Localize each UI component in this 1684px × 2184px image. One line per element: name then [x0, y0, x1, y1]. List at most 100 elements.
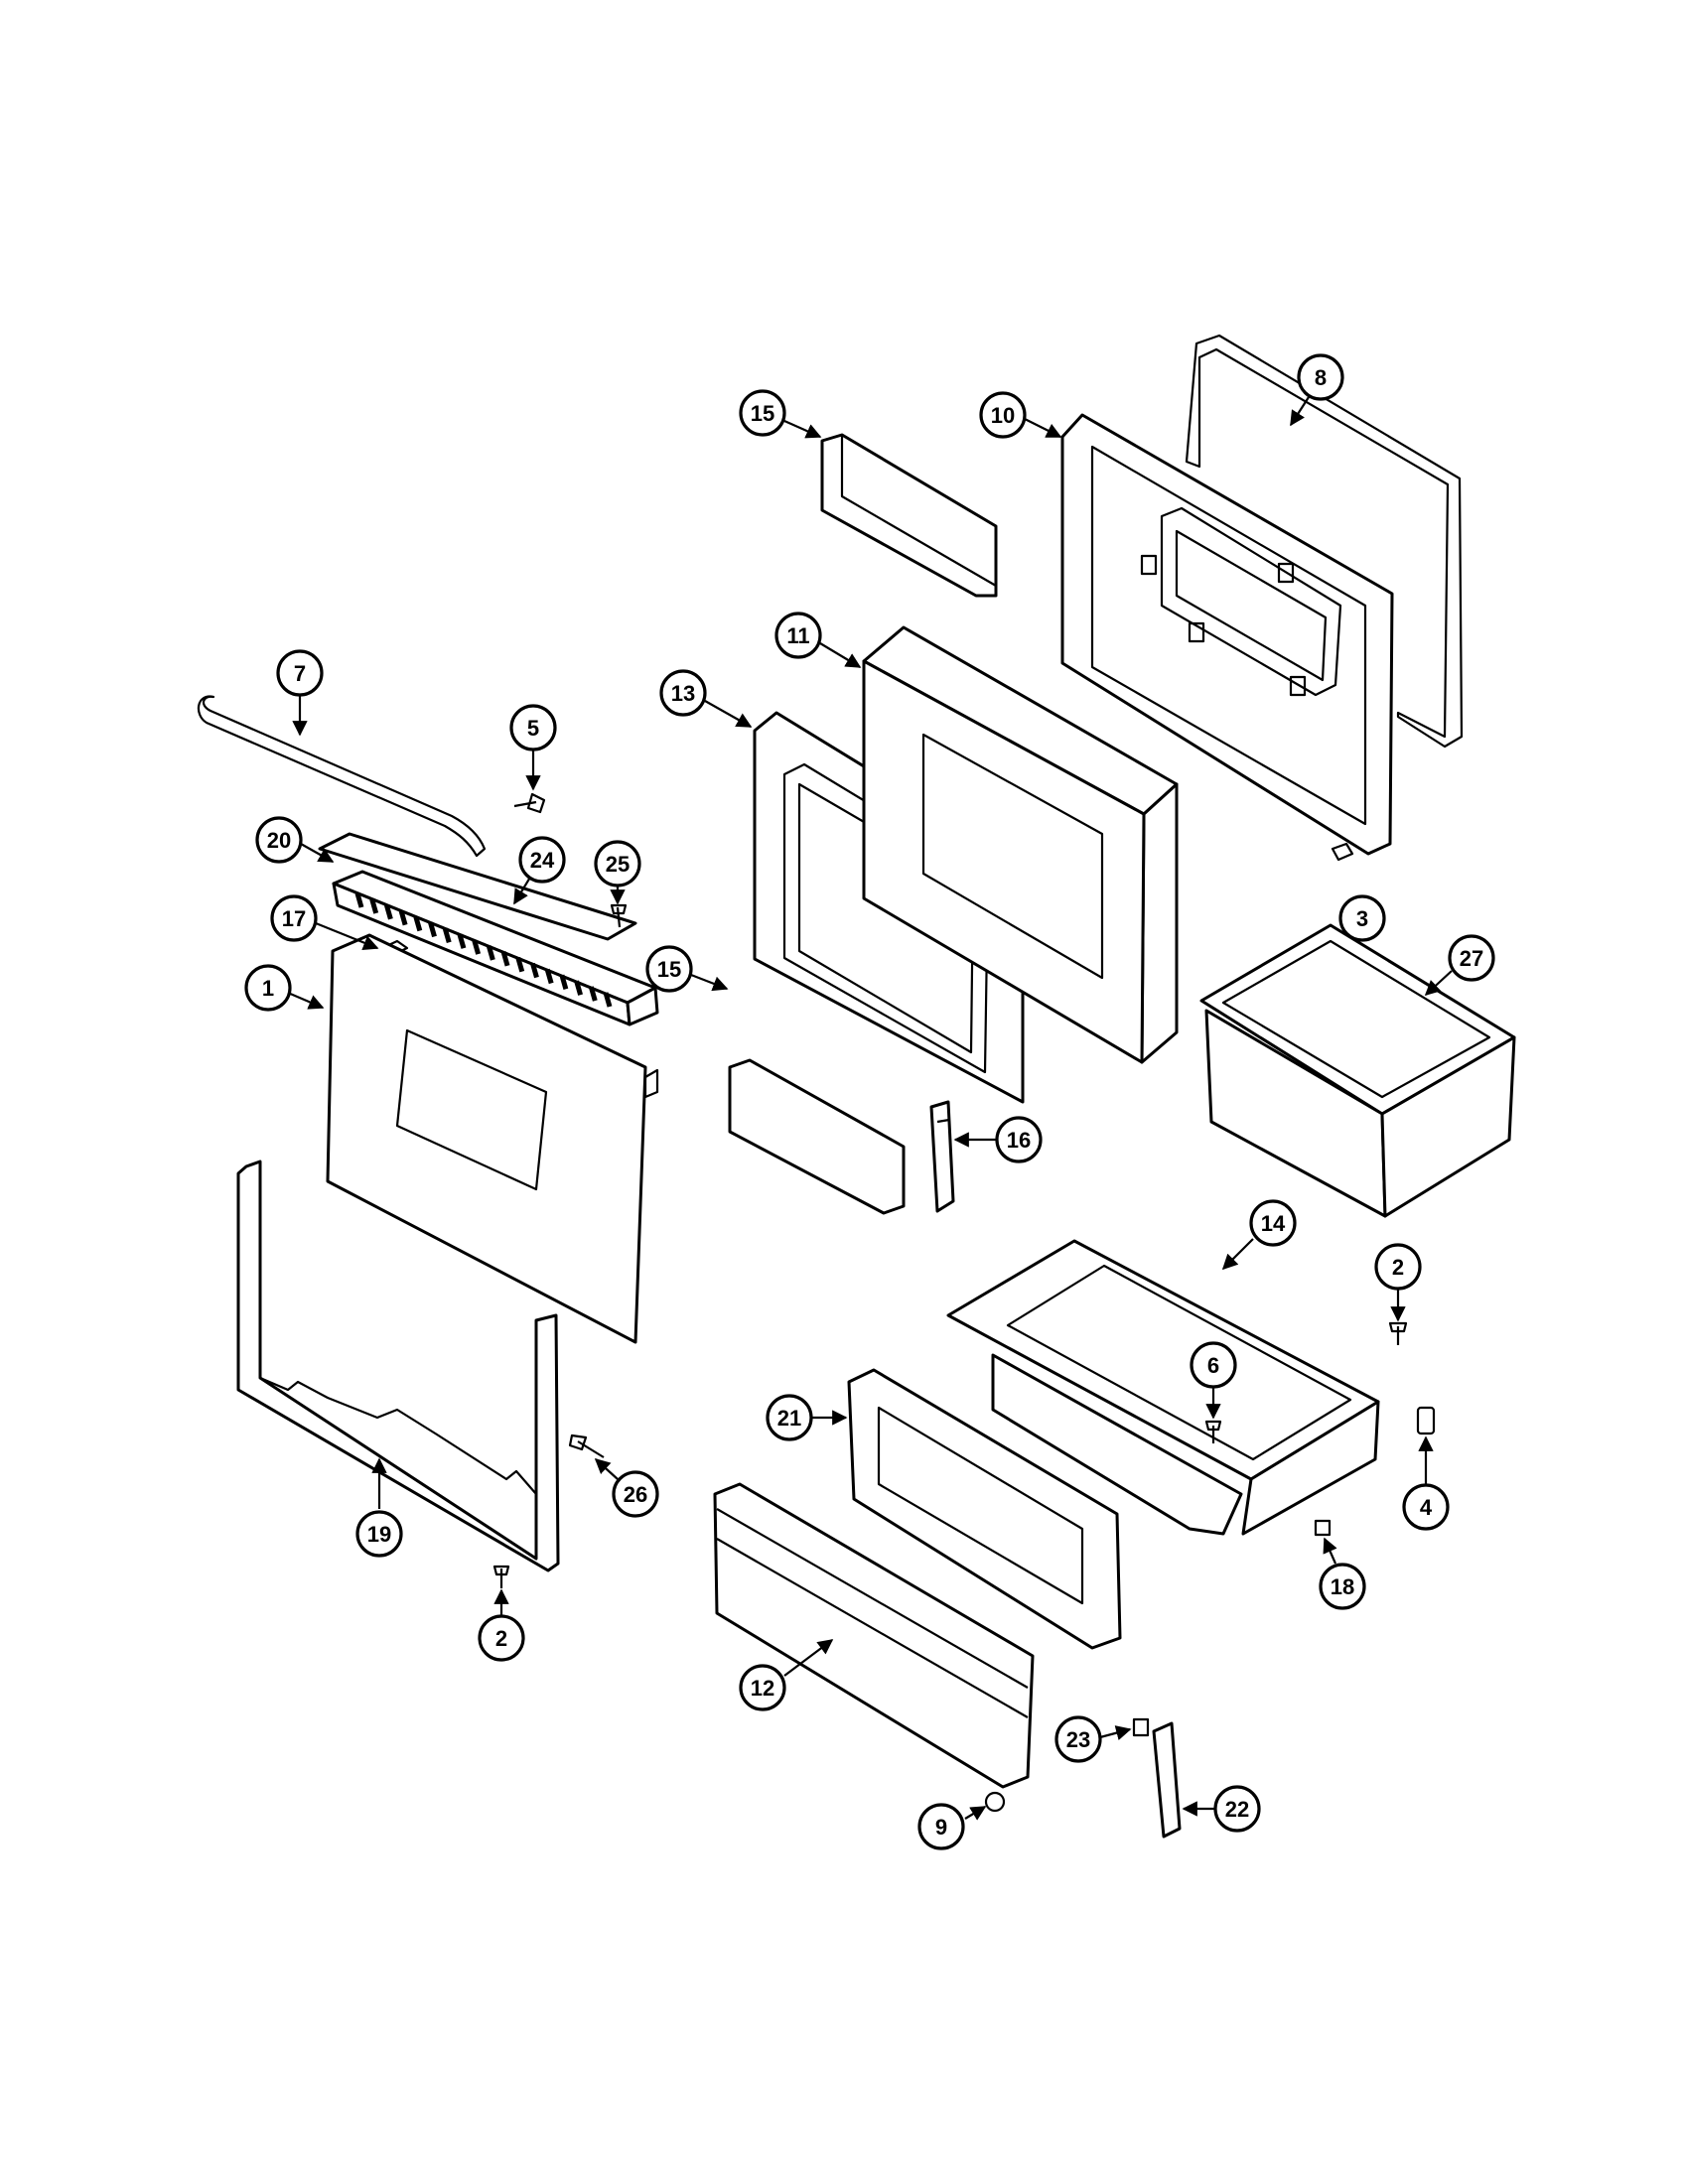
part-1-outer-door-panel [326, 933, 647, 1344]
vent-slot [384, 904, 393, 920]
part-8-door-gasket [1185, 334, 1464, 749]
vent-slot [457, 933, 467, 949]
part-19-door-frame [236, 1160, 560, 1572]
callout-18: 18 [1319, 1537, 1366, 1610]
part-2-screw-upper [1388, 1321, 1408, 1345]
callout-7: 7 [276, 649, 324, 737]
part-18-clip [1314, 1519, 1332, 1537]
callout-2-upper: 2 [1374, 1243, 1422, 1322]
part-25-screw [610, 903, 628, 928]
svg-text:2: 2 [495, 1626, 507, 1651]
callout-19: 19 [355, 1457, 403, 1558]
callout-14: 14 [1221, 1199, 1297, 1271]
vent-slot [428, 921, 437, 938]
callout-24: 24 [513, 836, 566, 905]
part-5-screw [513, 792, 546, 814]
callout-20: 20 [255, 816, 335, 864]
callout-25: 25 [594, 840, 641, 905]
svg-text:26: 26 [624, 1482, 647, 1507]
vent-slot [472, 939, 482, 955]
svg-text:25: 25 [606, 852, 630, 877]
callout-27: 27 [1424, 934, 1495, 997]
vent-slot [486, 945, 495, 961]
part-4-slide-bracket [1416, 1406, 1436, 1435]
svg-text:16: 16 [1007, 1128, 1031, 1153]
vent-slot [413, 915, 423, 932]
svg-text:10: 10 [991, 403, 1015, 428]
callout-17: 17 [270, 894, 379, 950]
svg-text:18: 18 [1331, 1574, 1354, 1599]
callout-6: 6 [1190, 1341, 1237, 1420]
svg-text:22: 22 [1225, 1797, 1249, 1822]
vent-slot [574, 980, 583, 996]
vent-slot [515, 957, 525, 973]
vent-slot [530, 962, 539, 979]
svg-text:19: 19 [367, 1522, 391, 1547]
svg-text:5: 5 [527, 716, 539, 741]
part-14-drawer-body [946, 1239, 1380, 1536]
vent-slot [398, 909, 408, 926]
part-7-handle-rod [197, 695, 487, 858]
callout-8: 8 [1290, 353, 1344, 427]
svg-text:21: 21 [777, 1406, 801, 1431]
vent-slot [500, 951, 510, 967]
callout-3: 3 [1338, 894, 1386, 942]
part-22-trim-strip [1152, 1721, 1182, 1839]
svg-text:17: 17 [282, 906, 306, 931]
svg-text:24: 24 [530, 848, 555, 873]
callout-21: 21 [766, 1394, 848, 1441]
vent-slot [559, 974, 569, 991]
part-9-nut [984, 1791, 1006, 1813]
part-15-glass-lower [728, 1058, 906, 1215]
vent-slot [442, 927, 452, 943]
callout-13: 13 [659, 669, 753, 728]
svg-text:3: 3 [1356, 906, 1368, 931]
svg-text:2: 2 [1392, 1255, 1404, 1280]
svg-text:27: 27 [1460, 946, 1483, 971]
callout-9: 9 [917, 1803, 987, 1850]
vent-slot [354, 892, 364, 908]
callout-5: 5 [509, 704, 557, 791]
part-3-clip [1331, 842, 1354, 862]
part-15-glass-upper [820, 433, 998, 598]
vent-slot [603, 992, 613, 1008]
callout-2-lower: 2 [478, 1588, 525, 1662]
part-23-clip [1132, 1717, 1150, 1737]
part-10-inner-door-frame [1060, 413, 1394, 856]
part-21-drawer-bracket [847, 1368, 1122, 1650]
vent-slot [544, 968, 554, 985]
part-26-screw [568, 1433, 605, 1458]
callouts: 1 2 2 3 4 5 [244, 353, 1495, 1850]
callout-11: 11 [774, 612, 862, 668]
part-2-screw-lower [492, 1565, 510, 1588]
part-27-drawer-liner [1199, 923, 1516, 1218]
svg-text:6: 6 [1207, 1353, 1219, 1378]
svg-text:11: 11 [786, 623, 809, 648]
svg-text:20: 20 [267, 828, 291, 853]
callout-22: 22 [1182, 1785, 1261, 1833]
callout-4: 4 [1402, 1435, 1450, 1531]
callout-15-lower: 15 [645, 945, 729, 993]
callout-15-upper: 15 [739, 389, 822, 439]
vent-slot [369, 898, 379, 914]
callout-16: 16 [953, 1116, 1043, 1163]
part-12-drawer-front [713, 1482, 1035, 1789]
svg-text:7: 7 [294, 661, 306, 686]
callout-23: 23 [1054, 1715, 1132, 1763]
svg-text:15: 15 [751, 401, 774, 426]
part-20-vent-trim [318, 832, 637, 941]
svg-text:1: 1 [262, 976, 274, 1001]
part-24-vent-panel [332, 870, 659, 1026]
part-6-screw [1204, 1420, 1222, 1443]
svg-text:15: 15 [657, 957, 681, 982]
callout-12: 12 [739, 1639, 834, 1711]
svg-text:8: 8 [1315, 365, 1327, 390]
part-11-insulation-box [862, 625, 1179, 1064]
svg-text:14: 14 [1261, 1211, 1286, 1236]
part-16-hinge-bracket [929, 1100, 955, 1213]
svg-text:12: 12 [751, 1676, 774, 1701]
svg-text:9: 9 [935, 1815, 947, 1840]
svg-text:23: 23 [1066, 1727, 1090, 1752]
callout-10: 10 [979, 391, 1062, 439]
